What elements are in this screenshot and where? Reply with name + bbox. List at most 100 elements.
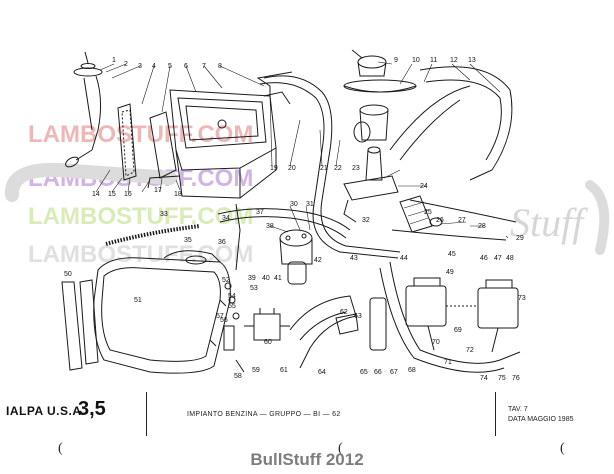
callout-number: 24 [420, 183, 428, 190]
callout-number: 11 [430, 57, 437, 64]
callout-number: 25 [424, 209, 432, 216]
leader-lines [95, 61, 509, 239]
callout-number: 31 [306, 201, 314, 208]
callout-number: 64 [318, 369, 326, 376]
callout-number: 46 [480, 255, 488, 262]
callout-number: 9 [394, 57, 398, 64]
callout-number: 49 [446, 269, 454, 276]
callout-number: 35 [184, 237, 192, 244]
callout-number: 38 [266, 223, 274, 230]
callout-number: 40 [262, 275, 270, 282]
callout-number: 43 [350, 255, 358, 262]
callout-number: 70 [432, 339, 440, 346]
callout-number: 10 [412, 57, 420, 64]
callout-number: 57 [216, 313, 224, 320]
fender-panel [289, 295, 357, 369]
callout-number: 53 [250, 285, 258, 292]
callout-number: 52 [222, 277, 230, 284]
callout-numbers: 1 2 3 4 5 6 7 8 9 10 11 12 13 14 15 16 1… [64, 57, 526, 382]
callout-number: 34 [222, 215, 230, 222]
callout-number: 48 [506, 255, 514, 262]
watermark-script: Stuff [510, 200, 588, 245]
callout-number: 28 [478, 223, 486, 230]
filler-cap [343, 49, 417, 93]
callout-number: 8 [218, 63, 222, 70]
vent-line [389, 261, 521, 364]
watermark-text: LAMBOSTUFF.COM [28, 203, 253, 230]
hose [391, 229, 507, 241]
vapor-canister [335, 297, 387, 351]
charcoal-canister-pair [405, 277, 519, 353]
callout-number: 68 [408, 367, 416, 374]
callout-number: 62 [340, 309, 348, 316]
callout-number: 17 [154, 187, 162, 194]
fuel-line [263, 75, 401, 253]
callout-number: 3 [138, 63, 142, 70]
callout-number: 60 [264, 339, 272, 346]
callout-number: 75 [498, 375, 506, 382]
plate-number: TAV. 7 [508, 406, 528, 413]
callout-number: 4 [152, 63, 156, 70]
model-version: 3,5 [78, 398, 106, 420]
callout-number: 20 [288, 165, 296, 172]
callout-number: 69 [454, 327, 462, 334]
callout-number: 1 [112, 57, 116, 64]
tank-strap [61, 281, 83, 371]
carbon-canister-housing [147, 71, 293, 199]
callout-number: 76 [512, 375, 520, 382]
edge-mark: ( [338, 441, 343, 456]
corrugated-hose [105, 224, 201, 246]
callout-number: 32 [362, 217, 370, 224]
callout-number: 5 [168, 63, 172, 70]
callout-number: 45 [448, 251, 456, 258]
callout-number: 56 [220, 317, 228, 324]
fuel-line [235, 203, 241, 271]
callout-number: 61 [280, 367, 288, 374]
edge-mark: ( [58, 441, 63, 456]
callout-number: 66 [374, 369, 382, 376]
model-cell: IALPA U.S.A. 3,5 [6, 392, 136, 436]
callout-number: 51 [134, 297, 142, 304]
callout-number: 47 [494, 255, 502, 262]
callout-number: 23 [352, 165, 360, 172]
callout-number: 18 [174, 191, 182, 198]
plate-date: DATA MAGGIO 1985 [508, 416, 574, 423]
watermark-layer: LAMBOSTUFF.COM LAMBOSTUFF.COM LAMBOSTUFF… [5, 121, 610, 268]
plate-cell: TAV. 7 DATA MAGGIO 1985 [502, 392, 608, 436]
callout-number: 71 [444, 359, 452, 366]
callout-number: 72 [466, 347, 474, 354]
callout-number: 50 [64, 271, 72, 278]
diagram-description: IMPIANTO BENZINA — GRUPPO — BI — 62 [187, 411, 341, 418]
tank-strap [79, 279, 99, 365]
callout-number: 37 [256, 209, 264, 216]
fuel-tank [93, 250, 231, 374]
callout-number: 36 [218, 239, 226, 246]
fuel-filter [399, 195, 443, 233]
electric-fuel-pump [279, 229, 313, 285]
callout-number: 33 [160, 211, 168, 218]
callout-number: 74 [480, 375, 488, 382]
body-panel [389, 66, 513, 181]
footer-credit: BullStuff 2012 [250, 450, 364, 469]
model-name: IALPA U.S.A. [6, 404, 86, 418]
vent-line [379, 267, 505, 373]
callout-number: 41 [274, 275, 282, 282]
callout-number: 39 [248, 275, 256, 282]
fuel-line [217, 208, 351, 231]
callout-number: 63 [354, 313, 362, 320]
callout-number: 2 [124, 61, 128, 68]
bracket-plate [149, 111, 177, 179]
watermark-text: LAMBOSTUFF.COM [28, 241, 253, 268]
callout-number: 13 [468, 57, 476, 64]
callout-number: 58 [234, 373, 242, 380]
callout-number: 21 [320, 165, 328, 172]
callout-number: 12 [450, 57, 458, 64]
callout-number: 15 [108, 191, 116, 198]
fuel-line [259, 82, 399, 259]
callout-number: 59 [252, 367, 260, 374]
callout-number: 42 [314, 257, 322, 264]
gasket-strip [117, 103, 137, 181]
callout-number: 67 [390, 369, 398, 376]
drawing-lines [61, 49, 521, 374]
